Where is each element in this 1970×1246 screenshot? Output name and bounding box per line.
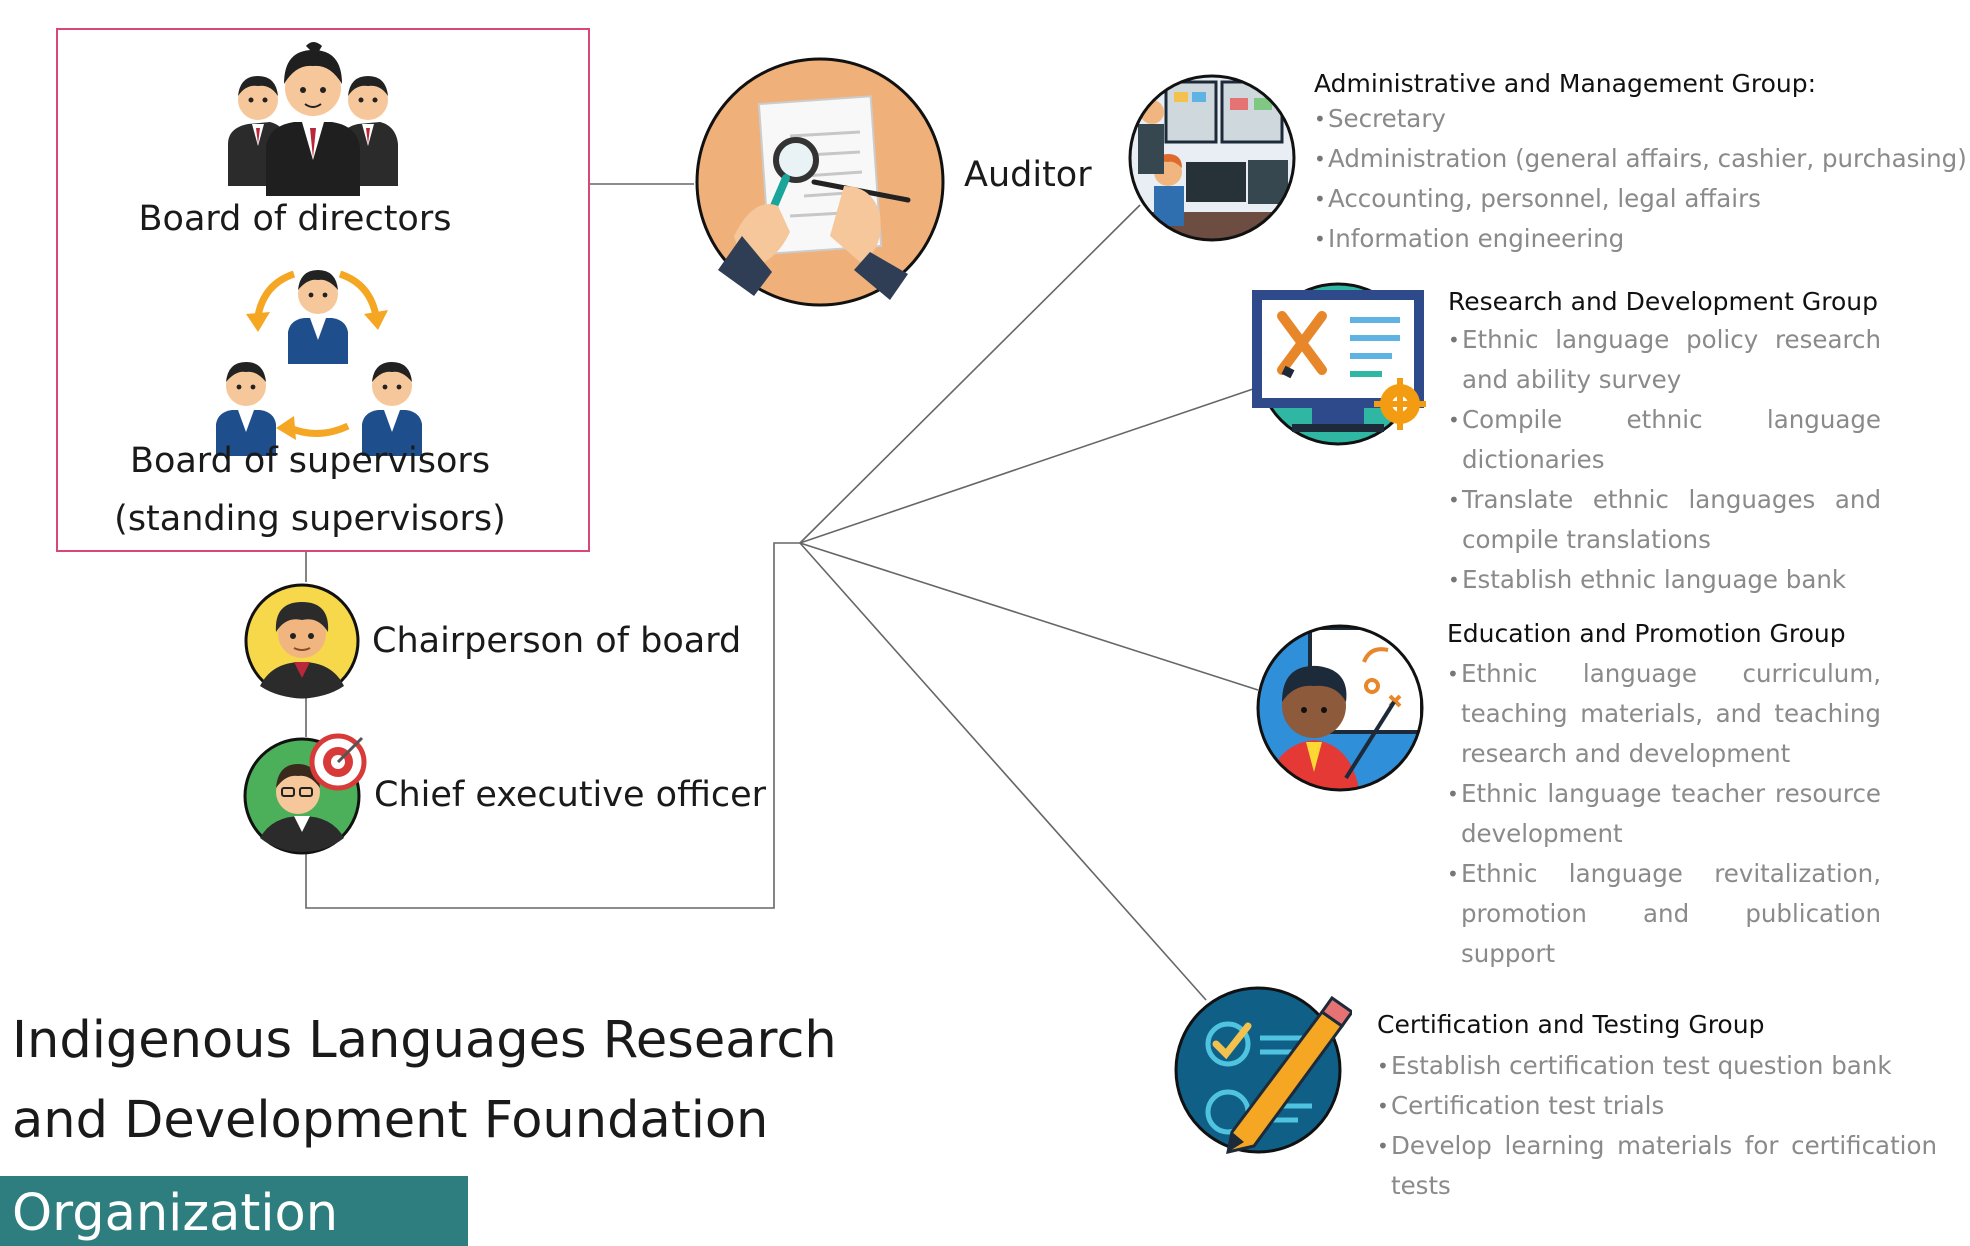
- board-container: Board of directors Board of supervisors …: [56, 28, 590, 552]
- list-item: Ethnic language revitalization, promotio…: [1447, 854, 1881, 974]
- list-item: Develop learning materials for certifica…: [1377, 1126, 1937, 1206]
- list-item: Accounting, personnel, legal affairs: [1314, 179, 1934, 219]
- education-group-title: Education and Promotion Group: [1447, 619, 1846, 648]
- list-item: Certification test trials: [1377, 1086, 1937, 1126]
- list-item: Administration (general affairs, cashier…: [1314, 139, 1967, 179]
- rnd-group-list: Ethnic language policy research and abil…: [1448, 320, 1881, 600]
- chairperson-avatar-icon: [244, 583, 360, 699]
- list-item: Establish ethnic language bank: [1448, 560, 1881, 600]
- foundation-title-line1: Indigenous Languages Research: [12, 1011, 837, 1070]
- checklist-pencil-icon: [1174, 986, 1352, 1154]
- hub-to-certification-line: [799, 542, 1207, 1001]
- document-magnifier-icon: [695, 57, 945, 307]
- certification-group-list: Establish certification test question ba…: [1377, 1046, 1937, 1206]
- list-item: Secretary: [1314, 99, 1934, 139]
- ceo-label: Chief executive officer: [374, 775, 767, 815]
- admin-group-list: Secretary Administration (general affair…: [1314, 99, 1967, 259]
- list-item: Ethnic language teacher resource develop…: [1447, 774, 1881, 854]
- admin-group-title: Administrative and Management Group:: [1314, 69, 1817, 98]
- ceo-target-icon: [243, 733, 367, 855]
- board-of-directors-label: Board of directors: [138, 199, 452, 239]
- foundation-title-line2: and Development Foundation: [12, 1091, 769, 1150]
- certification-group-title: Certification and Testing Group: [1377, 1010, 1765, 1039]
- organization-chart-badge: Organization Chart: [0, 1176, 468, 1246]
- rnd-group-title: Research and Development Group: [1448, 287, 1878, 316]
- office-workers-icon: [1128, 74, 1296, 242]
- list-item: Information engineering: [1314, 219, 1934, 259]
- teacher-board-icon: [1256, 624, 1424, 792]
- list-item: Translate ethnic languages and compile t…: [1448, 480, 1881, 560]
- list-item: Establish certification test question ba…: [1377, 1046, 1937, 1086]
- ceo-to-hub-line: [305, 542, 800, 909]
- standing-supervisors-label: (standing supervisors): [114, 499, 506, 539]
- business-team-icon: [228, 42, 398, 196]
- monitor-tools-icon: [1252, 282, 1426, 446]
- board-of-supervisors-label: Board of supervisors: [129, 441, 491, 481]
- list-item: Ethnic language curriculum, teaching mat…: [1447, 654, 1881, 774]
- hub-to-education-line: [799, 542, 1259, 691]
- chairperson-label: Chairperson of board: [372, 621, 742, 661]
- hub-to-admin-line: [799, 204, 1141, 544]
- auditor-label: Auditor: [964, 155, 1092, 195]
- list-item: Compile ethnic language dictionaries: [1448, 400, 1881, 480]
- rotating-team-icon: [216, 270, 422, 456]
- hub-to-rnd-line: [799, 387, 1257, 544]
- list-item: Ethnic language policy research and abil…: [1448, 320, 1881, 400]
- education-group-list: Ethnic language curriculum, teaching mat…: [1447, 654, 1881, 974]
